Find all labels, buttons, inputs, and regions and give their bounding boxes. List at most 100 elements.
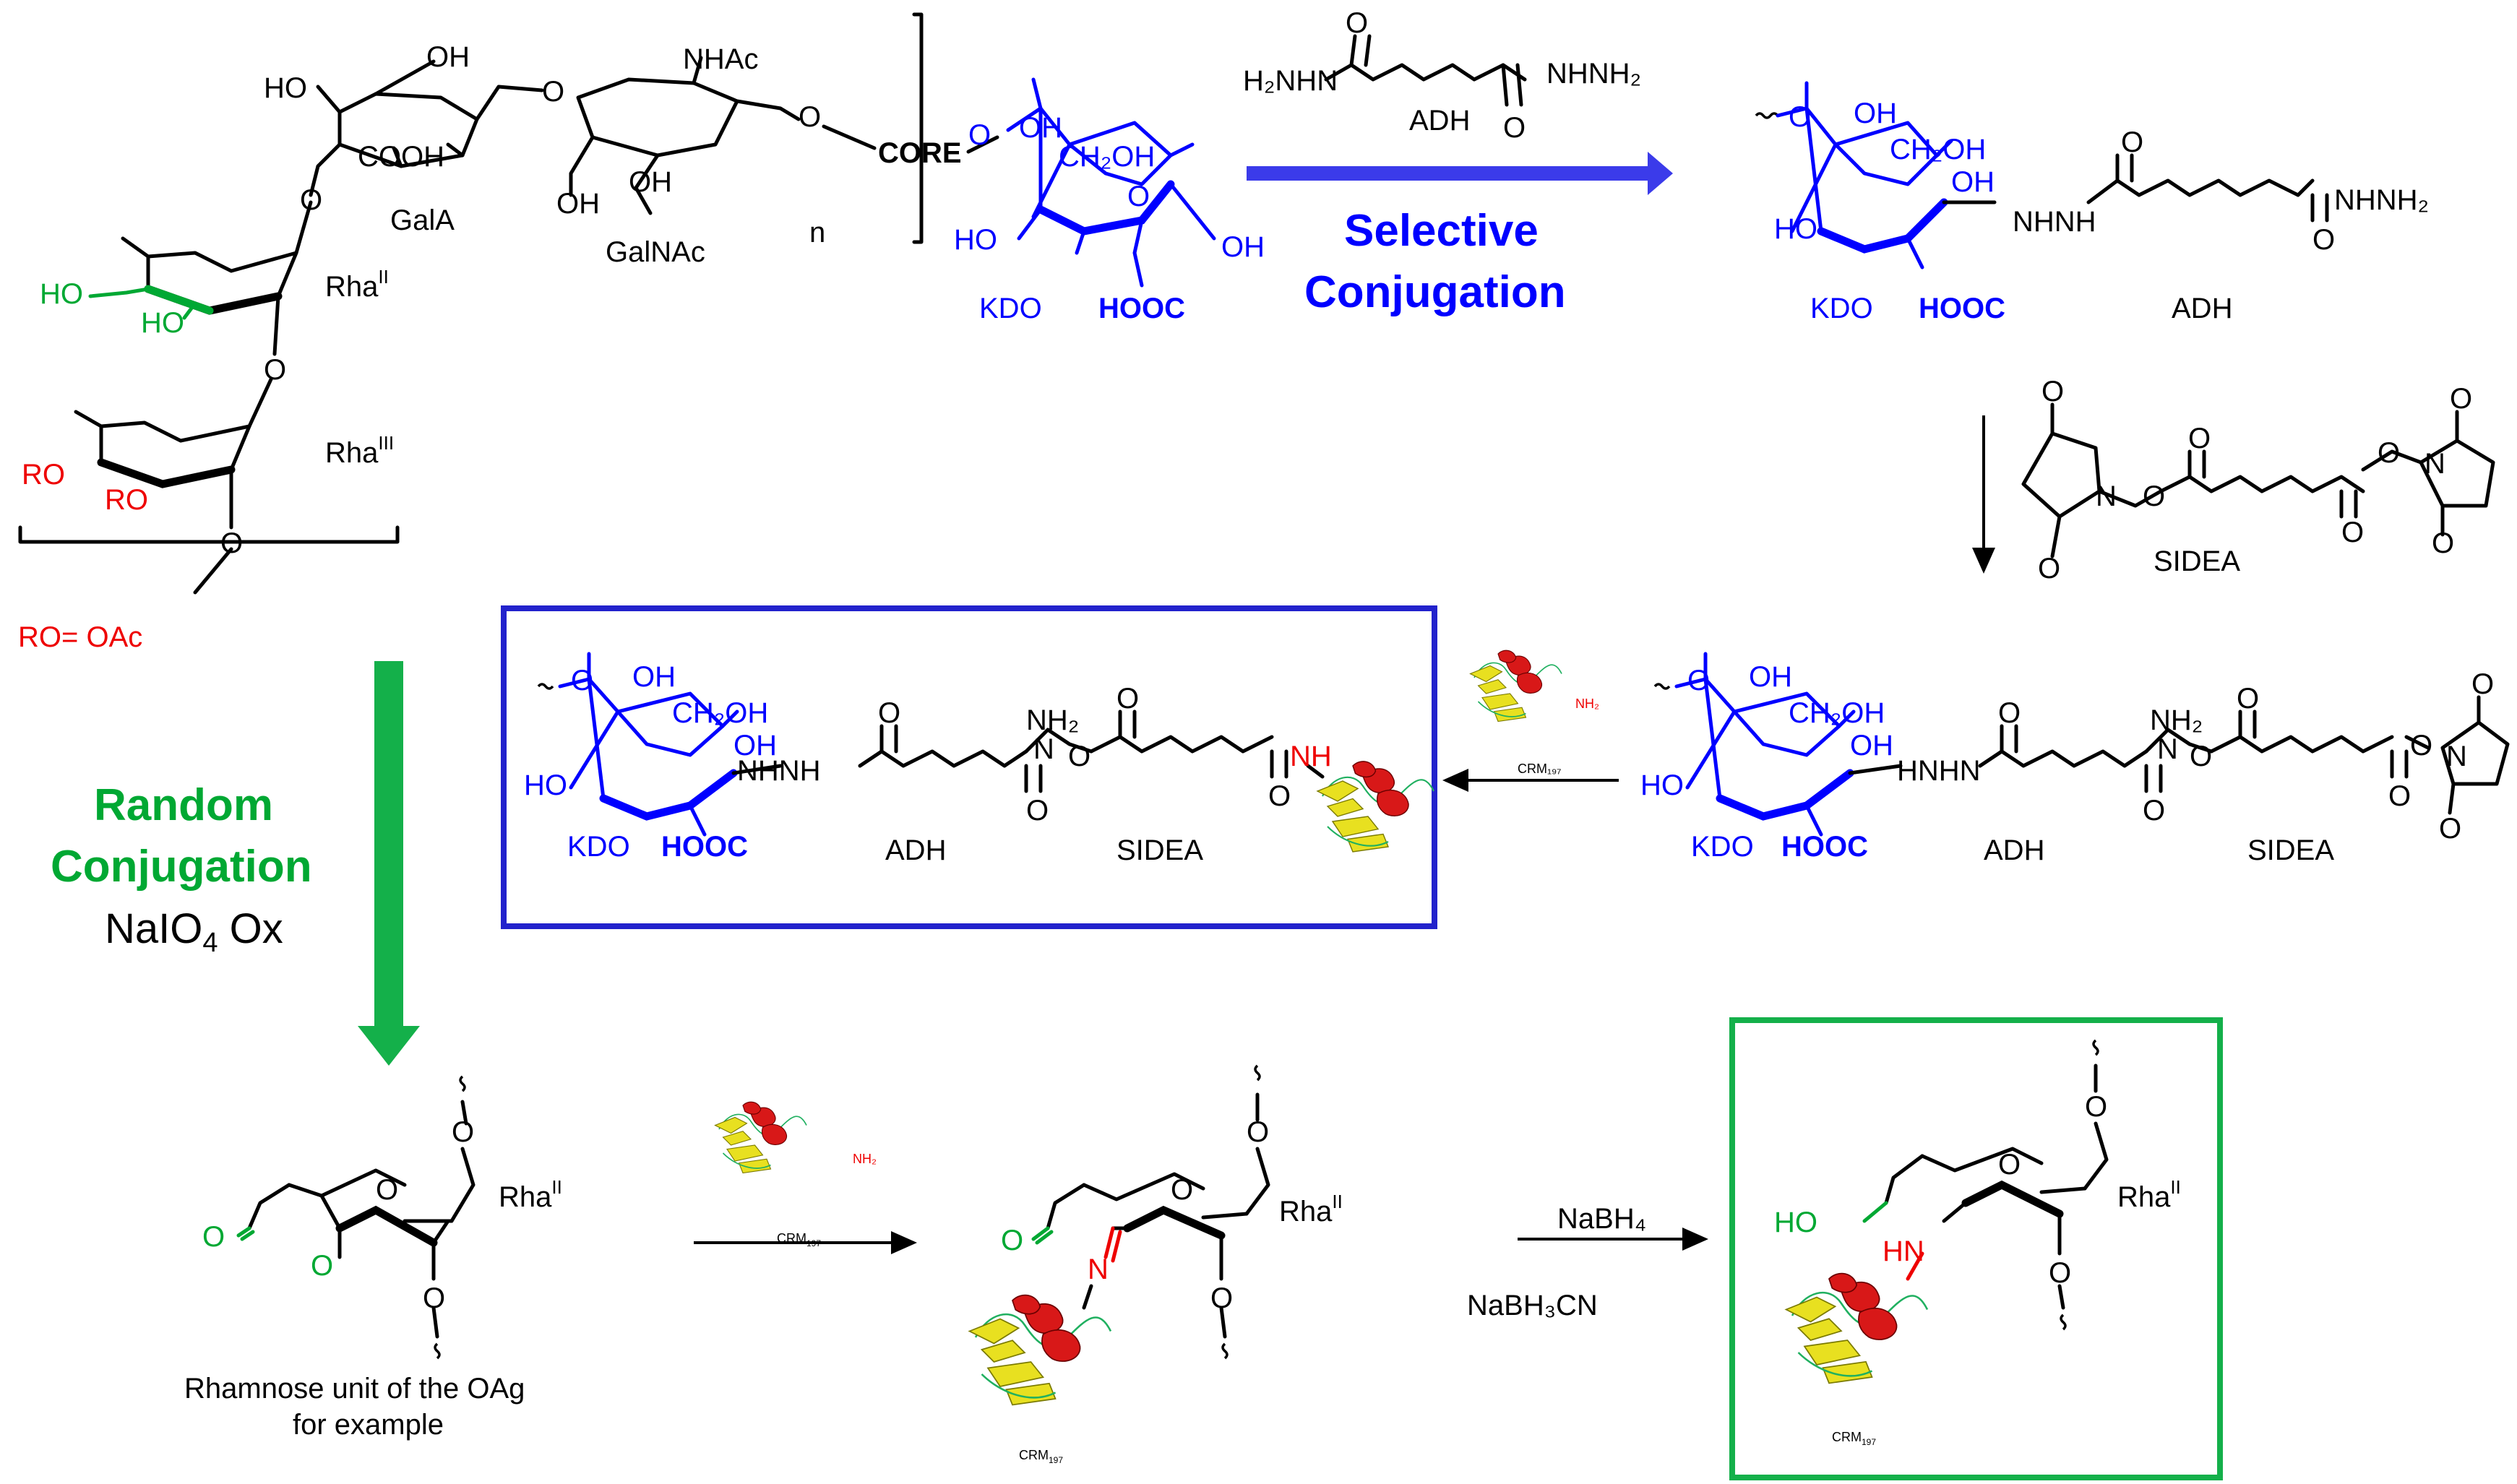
int-o6-label: O <box>2410 730 2432 762</box>
random-conjugation-step <box>358 661 420 1066</box>
box-nh2-label: NH₂ <box>1026 704 1079 736</box>
kdoadh-ch2oh-label: CH₂OH <box>1890 134 1986 165</box>
kdo-oh1-label: OH <box>1019 112 1062 144</box>
crm-coupling-step: NH₂ CRM₁₉₇ <box>1442 650 1619 792</box>
box-adh-label: ADH <box>885 834 946 866</box>
ox-ring-o-label: O <box>376 1174 398 1206</box>
kdo-ring-o-label: O <box>1127 181 1150 212</box>
red-o-bottom-label: O <box>2049 1257 2071 1289</box>
box-kdo-label: KDO <box>567 831 630 863</box>
adh-reagent-name: ADH <box>1409 105 1470 137</box>
sidea-step <box>1972 402 2495 574</box>
selective-title-line1: Selective <box>1344 206 1539 256</box>
ox-o1-label: O <box>202 1221 225 1253</box>
crm-label-final: CRM197 <box>1832 1430 1876 1447</box>
core-label: CORE <box>878 137 962 169</box>
rha2-label: RhaII <box>325 266 389 303</box>
box-oh2-label: OH <box>733 730 777 762</box>
int-nh2-label: NH₂ <box>2150 704 2203 736</box>
box-o2-label: O <box>1026 795 1049 827</box>
gala-label: GalA <box>390 204 455 236</box>
ho-label: HO <box>264 72 307 104</box>
sidea-reagent-name: SIDEA <box>2154 545 2240 577</box>
rha2-o-label: O <box>300 184 322 216</box>
random-glycoconjugate <box>1785 1039 2109 1384</box>
box-o-label: O <box>571 665 593 696</box>
box-n-label: N <box>1033 733 1054 765</box>
kdo-hooc-label: HOOC <box>1098 293 1185 324</box>
im-o-bottom-label: O <box>1210 1282 1233 1314</box>
rha3-label: RhaIII <box>325 432 394 469</box>
int-oh1-label: OH <box>1749 661 1792 693</box>
red-ho-label: HO <box>1774 1207 1817 1238</box>
box-o4-label: O <box>1116 683 1139 715</box>
rha3-o-bottom-label: O <box>220 527 243 559</box>
box-sidea-label: SIDEA <box>1116 834 1203 866</box>
kdo-ho-label: HO <box>954 224 997 256</box>
int-o3-label: O <box>2190 741 2212 772</box>
int-o8-label: O <box>2439 813 2461 845</box>
int-o5-label: O <box>2388 780 2411 812</box>
kdoadh-nhnh2-label: NHNH₂ <box>2334 184 2429 216</box>
red-o-top-label: O <box>2085 1091 2107 1123</box>
ox-o2-label: O <box>311 1250 333 1282</box>
kdo-adh-sidea-intermediate <box>1653 652 2510 837</box>
crm-label-imine: CRM197 <box>1019 1448 1063 1465</box>
rha-caption-line2: for example <box>293 1409 444 1441</box>
kdo-adh-product <box>1755 81 2329 269</box>
sidea-n1-label: N <box>2096 480 2117 512</box>
rha-caption-line1: Rhamnose unit of the OAg <box>184 1373 525 1405</box>
int-o-label: O <box>1687 665 1710 696</box>
kdoadh-o1-label: O <box>2121 126 2143 158</box>
ox-o-bottom-label: O <box>423 1282 445 1314</box>
box-nhnh-label: NHNH <box>737 755 821 787</box>
kdoadh-adh-label: ADH <box>2172 293 2232 324</box>
int-o4-label: O <box>2237 683 2259 715</box>
kdo-o-label: O <box>968 119 991 151</box>
box-o5-label: O <box>1268 780 1291 812</box>
adh-formula-left: H₂NHN <box>1243 65 1338 97</box>
random-title-line1: Random <box>94 780 273 830</box>
kdoadh-o2-label: O <box>2312 224 2335 256</box>
naio4-label: NaIO4 Ox <box>105 905 283 958</box>
box-o3-label: O <box>1068 741 1090 772</box>
sidea-o5-label: O <box>2341 517 2364 548</box>
sidea-o6-label: O <box>2378 437 2400 469</box>
ox-o-top-label: O <box>452 1116 474 1148</box>
crm-label-arrow: CRM197 <box>777 1231 821 1248</box>
int-kdo-label: KDO <box>1691 831 1754 863</box>
kdoadh-kdo-label: KDO <box>1810 293 1873 324</box>
int-hnhn-label: HNHN <box>1897 755 1981 787</box>
galnac-oh1-label: OH <box>556 188 600 220</box>
sidea-o3-label: O <box>2143 480 2165 512</box>
int-n2-label: N <box>2446 741 2467 772</box>
kdo-core-sugar <box>966 77 1216 288</box>
red-ring-o-label: O <box>1998 1149 2021 1181</box>
im-n-label: N <box>1088 1254 1109 1285</box>
im-ring-o-label: O <box>1171 1174 1193 1206</box>
kdoadh-oh2-label: OH <box>1951 166 1995 198</box>
kdoadh-ho-label: HO <box>1774 213 1817 245</box>
im-rha-label: RhaII <box>1279 1191 1343 1228</box>
box-nh-label: NH <box>1290 741 1332 772</box>
nabh4-label: NaBH₄ <box>1557 1203 1646 1235</box>
repeat-n-label: n <box>809 217 825 249</box>
adh-o1-label: O <box>1346 7 1368 39</box>
selective-conjugation-step <box>1247 34 1673 195</box>
selective-title-line2: Conjugation <box>1304 267 1566 317</box>
selective-glycoconjugate <box>537 652 1435 853</box>
int-o1-label: O <box>1998 697 2021 729</box>
sidea-o8-label: O <box>2432 527 2454 559</box>
int-sidea-label: SIDEA <box>2247 834 2334 866</box>
svg-text:NH₂: NH₂ <box>853 1152 877 1166</box>
int-adh-label: ADH <box>1984 834 2044 866</box>
int-n-label: N <box>2157 733 2178 765</box>
ro-note: RO= OAc <box>18 621 142 653</box>
red-hn-label: HN <box>1883 1235 1924 1267</box>
random-product-box <box>1729 1017 2223 1480</box>
rha2-ho1-label: HO <box>40 278 83 310</box>
random-arrow-shaft <box>374 661 403 1030</box>
random-arrow-head <box>358 1026 420 1066</box>
svg-text:CRM₁₉₇: CRM₁₉₇ <box>1518 762 1561 776</box>
kdoadh-hooc-label: HOOC <box>1919 293 2005 324</box>
